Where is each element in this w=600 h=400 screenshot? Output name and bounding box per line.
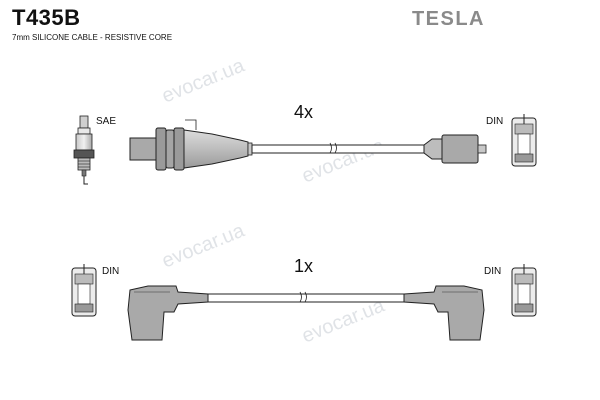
- din-straight-connector: [423, 134, 487, 164]
- part-code: T435B: [12, 5, 81, 30]
- din-terminal-icon: [511, 114, 537, 167]
- quantity-label: 1x: [294, 256, 314, 276]
- angled-boot-left: [127, 285, 209, 341]
- quantity-label: 4x: [294, 102, 314, 122]
- brand-logo: TESLA: [411, 8, 485, 30]
- connector-label-din: DIN: [486, 116, 504, 127]
- cable-wire: [207, 291, 405, 303]
- straight-boot-connector: [129, 119, 253, 171]
- connector-label-din: DIN: [484, 266, 502, 277]
- connector-label-din: DIN: [102, 266, 120, 277]
- din-terminal-icon: [511, 264, 537, 317]
- spark-plug-icon: [73, 115, 95, 185]
- cable-spec: 7mm SILICONE CABLE - RESISTIVE CORE: [12, 33, 173, 42]
- connector-label-sae: SAE: [96, 116, 117, 127]
- din-terminal-icon: [71, 264, 97, 317]
- cable-wire: [251, 142, 425, 154]
- angled-boot-right: [403, 285, 485, 341]
